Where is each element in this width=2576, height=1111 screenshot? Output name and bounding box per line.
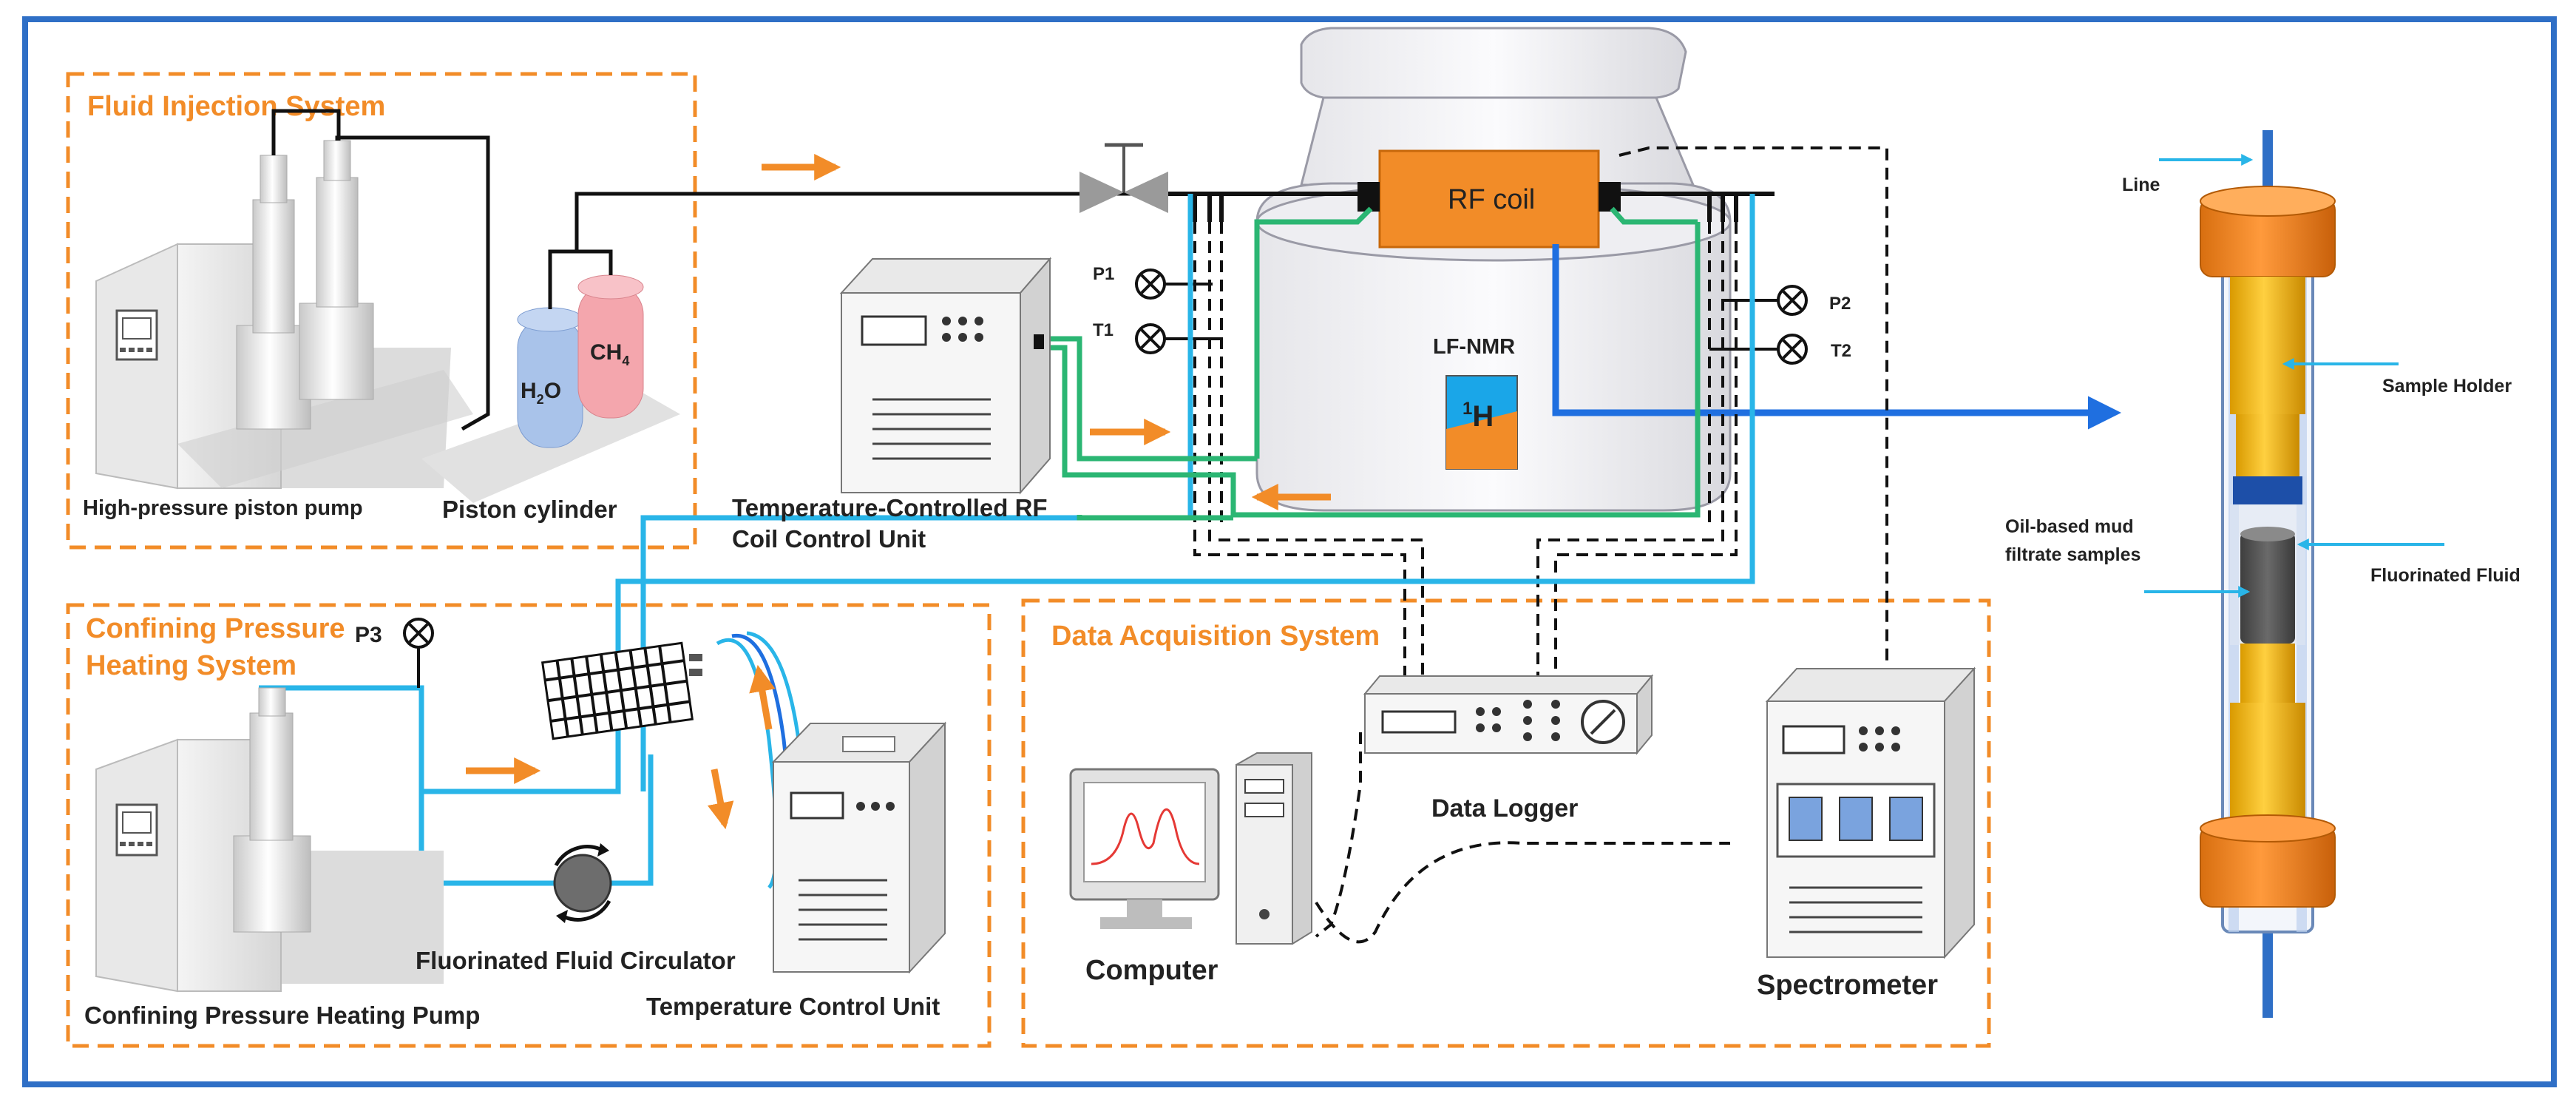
rf-coil-left-cap bbox=[1358, 182, 1380, 212]
proton-sample bbox=[1445, 375, 1518, 470]
confining-pressure-pump bbox=[95, 687, 444, 993]
rf-control-label-1: Temperature-Controlled RF bbox=[732, 494, 1048, 521]
rf-coil-right-cap bbox=[1599, 182, 1621, 212]
rf-coil-label: RF coil bbox=[1448, 184, 1535, 215]
lf-nmr-magnet bbox=[1255, 27, 1732, 512]
heater-coil-cylinder bbox=[540, 641, 702, 740]
fluorinated-fluid-label: Fluorinated Fluid bbox=[2370, 565, 2521, 586]
spectrometer bbox=[1765, 666, 1976, 959]
sample-holder-label: Sample Holder bbox=[2382, 376, 2512, 396]
piston-cylinder-label: Piston cylinder bbox=[442, 496, 617, 523]
computer bbox=[1069, 752, 1312, 945]
oil-mud-label-1: Oil-based mud bbox=[2005, 516, 2134, 537]
high-pressure-piston-pump bbox=[95, 109, 490, 490]
holder-pointers bbox=[2144, 154, 2444, 598]
data-acquisition-box bbox=[1021, 598, 1991, 1048]
data-acquisition-title: Data Acquisition System bbox=[1051, 621, 1380, 652]
circulator-label: Fluorinated Fluid Circulator bbox=[416, 947, 736, 974]
flow-arrow-up bbox=[749, 664, 776, 730]
green-temperature-lines bbox=[1043, 206, 1701, 521]
confining-pressure-title-1: Confining Pressure bbox=[86, 613, 345, 644]
confining-pump-label: Confining Pressure Heating Pump bbox=[84, 1002, 480, 1029]
pipe-t-left bbox=[1193, 194, 1224, 222]
rf-control-label-2: Coil Control Unit bbox=[732, 525, 926, 553]
flow-arrow-down bbox=[707, 769, 734, 830]
lf-nmr-label: LF-NMR bbox=[1433, 335, 1515, 359]
gauge-p3 bbox=[403, 618, 434, 688]
h2o-label: H2O bbox=[521, 379, 561, 407]
gauge-p1 bbox=[1135, 269, 1213, 300]
p2-label: P2 bbox=[1829, 294, 1851, 314]
rf-coil bbox=[1378, 149, 1600, 249]
p3-label: P3 bbox=[355, 623, 382, 647]
fluid-injection-box bbox=[66, 72, 697, 550]
temp-control-unit-label: Temperature Control Unit bbox=[646, 993, 940, 1020]
ch4-label: CH4 bbox=[590, 340, 629, 368]
sample-holder-assembly bbox=[2200, 130, 2336, 1018]
rf-control-unit bbox=[839, 257, 1052, 495]
high-pressure-pump-label: High-pressure piston pump bbox=[83, 496, 363, 520]
p1-label: P1 bbox=[1093, 264, 1114, 284]
confining-pressure-title-2: Heating System bbox=[86, 650, 296, 681]
computer-label: Computer bbox=[1085, 955, 1218, 986]
data-logger bbox=[1363, 674, 1654, 755]
h1-label: 1H bbox=[1462, 399, 1494, 433]
t2-label: T2 bbox=[1831, 341, 1851, 361]
outer-frame bbox=[22, 16, 2557, 1087]
piston-cylinder bbox=[421, 192, 1257, 503]
fluid-circulator bbox=[553, 843, 612, 923]
line-label: Line bbox=[2122, 175, 2160, 195]
inlet-valve bbox=[1079, 143, 1168, 213]
gauge-t2 bbox=[1709, 334, 1808, 365]
t1-label: T1 bbox=[1093, 320, 1114, 340]
pipe-t-right bbox=[1707, 194, 1738, 222]
fluid-injection-title: Fluid Injection System bbox=[87, 91, 385, 122]
data-logger-label: Data Logger bbox=[1431, 794, 1578, 823]
gauge-t1 bbox=[1135, 323, 1221, 354]
spectrometer-label: Spectrometer bbox=[1757, 970, 1938, 1001]
confining-pressure-box bbox=[66, 603, 992, 1048]
oil-mud-label-2: filtrate samples bbox=[2005, 544, 2141, 565]
temperature-control-unit bbox=[771, 721, 947, 974]
coil-to-holder-arrow bbox=[1552, 244, 2121, 430]
